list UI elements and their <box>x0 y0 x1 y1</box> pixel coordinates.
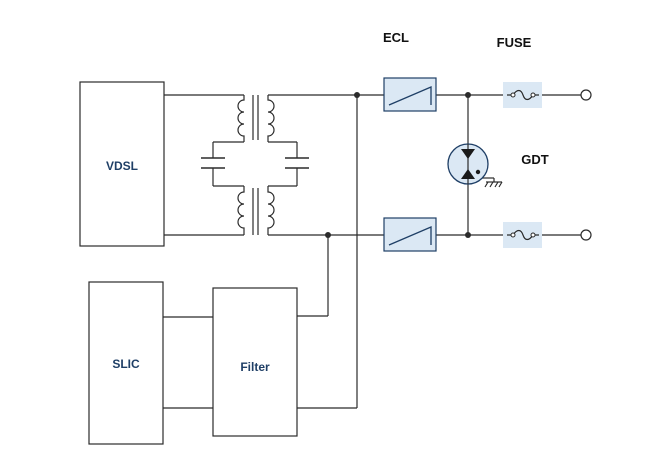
vdsl-block: VDSL <box>79 81 165 247</box>
slic-label: SLIC <box>112 357 140 371</box>
junction-dot <box>325 232 331 238</box>
ecl-icon <box>383 77 437 112</box>
gas-discharge-tube-icon <box>447 143 489 185</box>
junctions <box>325 92 471 238</box>
fuse-label: FUSE <box>497 35 532 50</box>
ecl-icon <box>383 217 437 252</box>
junction-dot <box>465 92 471 98</box>
junction-dot <box>465 232 471 238</box>
terminal-icon <box>580 89 592 101</box>
capacitor-icon <box>285 157 309 169</box>
fuse-icon <box>503 222 542 248</box>
fuse-icon <box>503 82 542 108</box>
filter-block: Filter <box>212 287 298 437</box>
ecl-label: ECL <box>383 30 409 45</box>
vdsl-label: VDSL <box>106 159 138 173</box>
capacitor-icon <box>201 157 225 169</box>
ground-icon <box>484 181 503 188</box>
slic-block: SLIC <box>88 281 164 445</box>
junction-dot <box>354 92 360 98</box>
filter-label: Filter <box>240 360 270 374</box>
gdt-label: GDT <box>521 152 549 167</box>
transformer-icon <box>237 95 275 235</box>
terminal-icon <box>580 229 592 241</box>
